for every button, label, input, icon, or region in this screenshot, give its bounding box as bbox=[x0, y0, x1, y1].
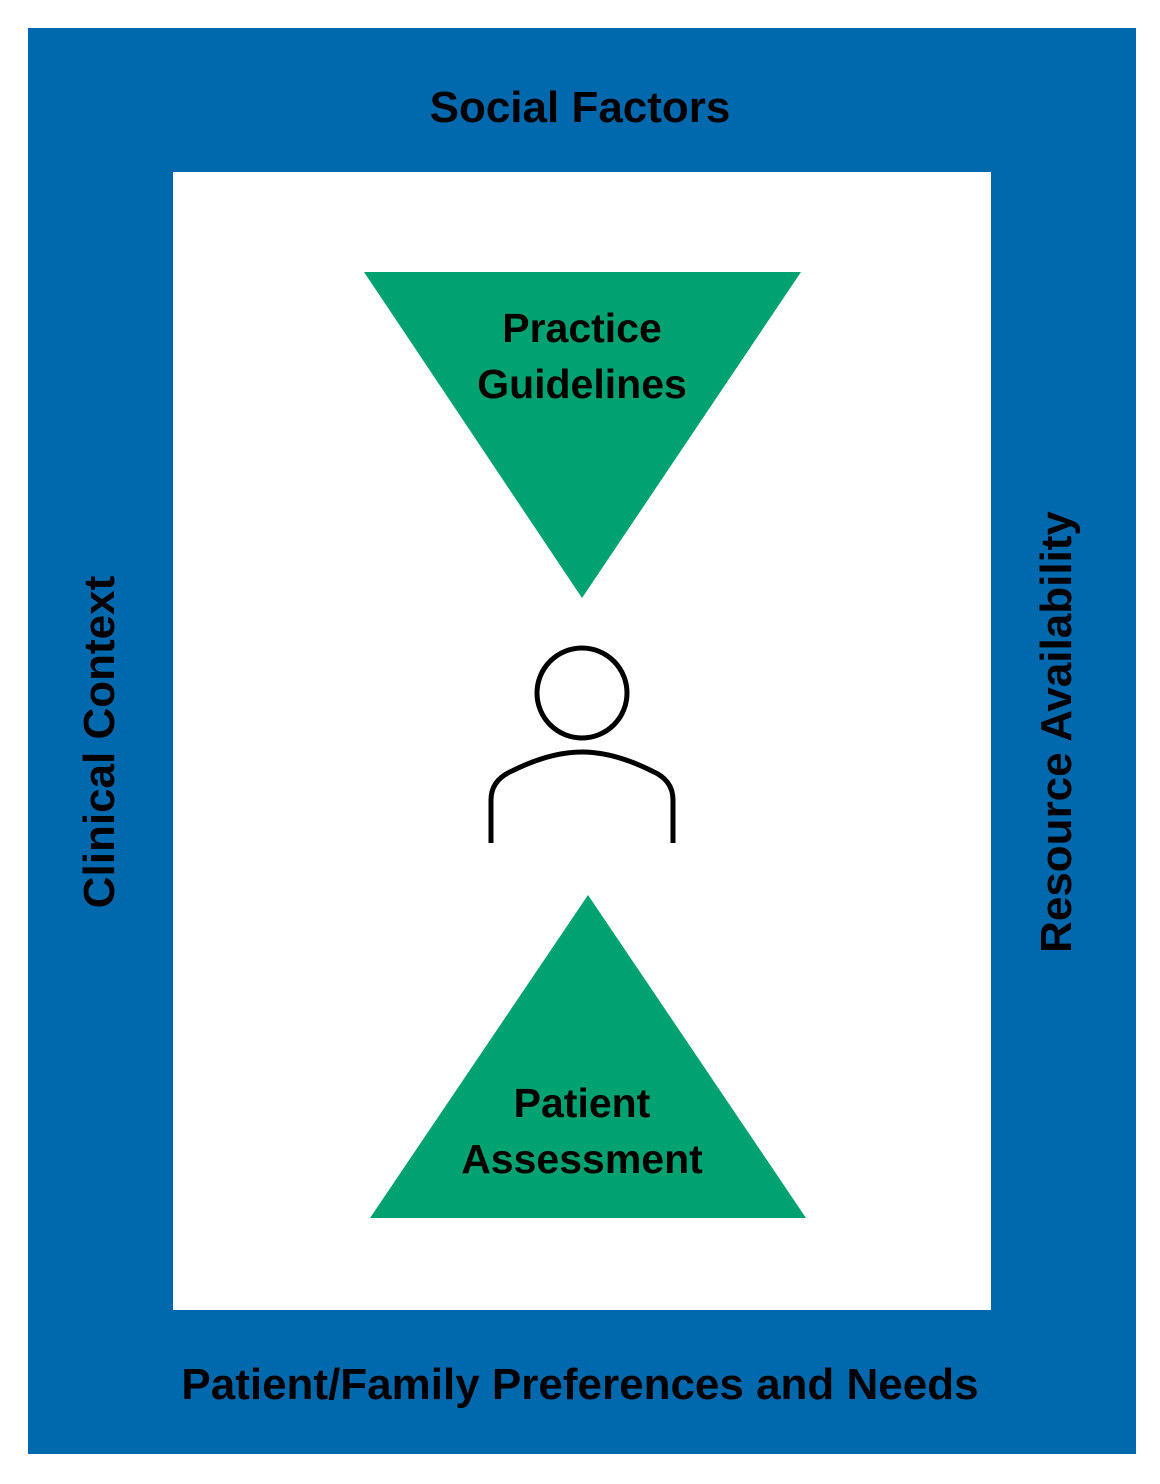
patient-assessment-line2: Assessment bbox=[461, 1136, 703, 1182]
practice-guidelines-label: Practice Guidelines bbox=[382, 300, 782, 412]
patient-assessment-triangle bbox=[370, 895, 806, 1218]
patient-assessment-line1: Patient bbox=[513, 1080, 651, 1126]
practice-guidelines-line2: Guidelines bbox=[477, 361, 687, 407]
practice-guidelines-line1: Practice bbox=[502, 305, 662, 351]
person-shoulders bbox=[488, 749, 676, 843]
label-social-factors: Social Factors bbox=[429, 83, 731, 132]
person-icon bbox=[488, 645, 676, 843]
person-head bbox=[534, 645, 630, 741]
practice-guidelines-triangle bbox=[364, 272, 801, 598]
label-patient-family-preferences: Patient/Family Preferences and Needs bbox=[181, 1360, 979, 1409]
patient-assessment-label: Patient Assessment bbox=[382, 1075, 782, 1187]
